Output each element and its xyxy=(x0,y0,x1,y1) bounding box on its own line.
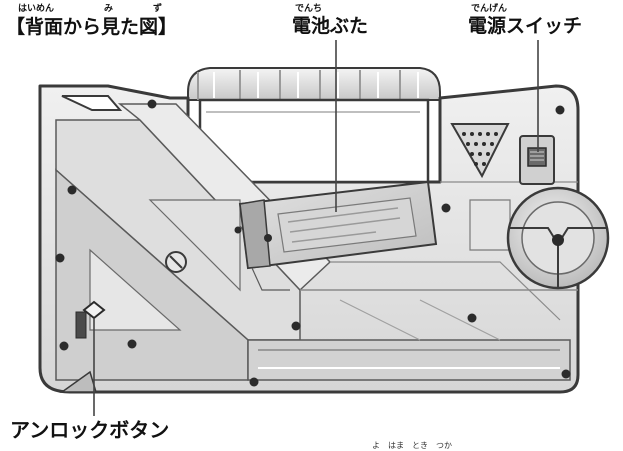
title-ruby-mi: み xyxy=(104,4,114,14)
speaker-grill xyxy=(450,123,510,179)
leader-lines xyxy=(93,40,539,416)
title-ruby-haimen: はいめん xyxy=(18,4,55,14)
power-switch-ruby: でんげん xyxy=(471,4,508,14)
handle xyxy=(187,67,441,101)
callout-power-switch: でんげん 電源スイッチ xyxy=(468,4,582,38)
power-switch xyxy=(519,135,555,185)
unlock-button-graphic xyxy=(75,300,106,339)
battery-cover xyxy=(238,180,438,291)
battery-cover-label: 電池ぶた xyxy=(292,15,369,37)
callout-unlock-button: アンロックボタン xyxy=(10,418,169,442)
screw xyxy=(165,251,187,273)
cutoff-footnote: よ はま とき つか xyxy=(372,441,452,450)
power-switch-label: 電源スイッチ xyxy=(468,15,583,37)
screw-holes xyxy=(55,99,571,387)
title-text: 【背面から見た図】 xyxy=(6,16,178,38)
diagram-title: はいめん み ず 【背面から見た図】 xyxy=(6,4,177,38)
title-ruby-zu: ず xyxy=(153,4,163,14)
callout-battery-cover: でんち 電池ぶた xyxy=(292,4,368,38)
unlock-button-label: アンロックボタン xyxy=(10,418,170,442)
battery-cover-ruby: でんち xyxy=(295,4,323,14)
rotary-dial xyxy=(506,186,610,290)
